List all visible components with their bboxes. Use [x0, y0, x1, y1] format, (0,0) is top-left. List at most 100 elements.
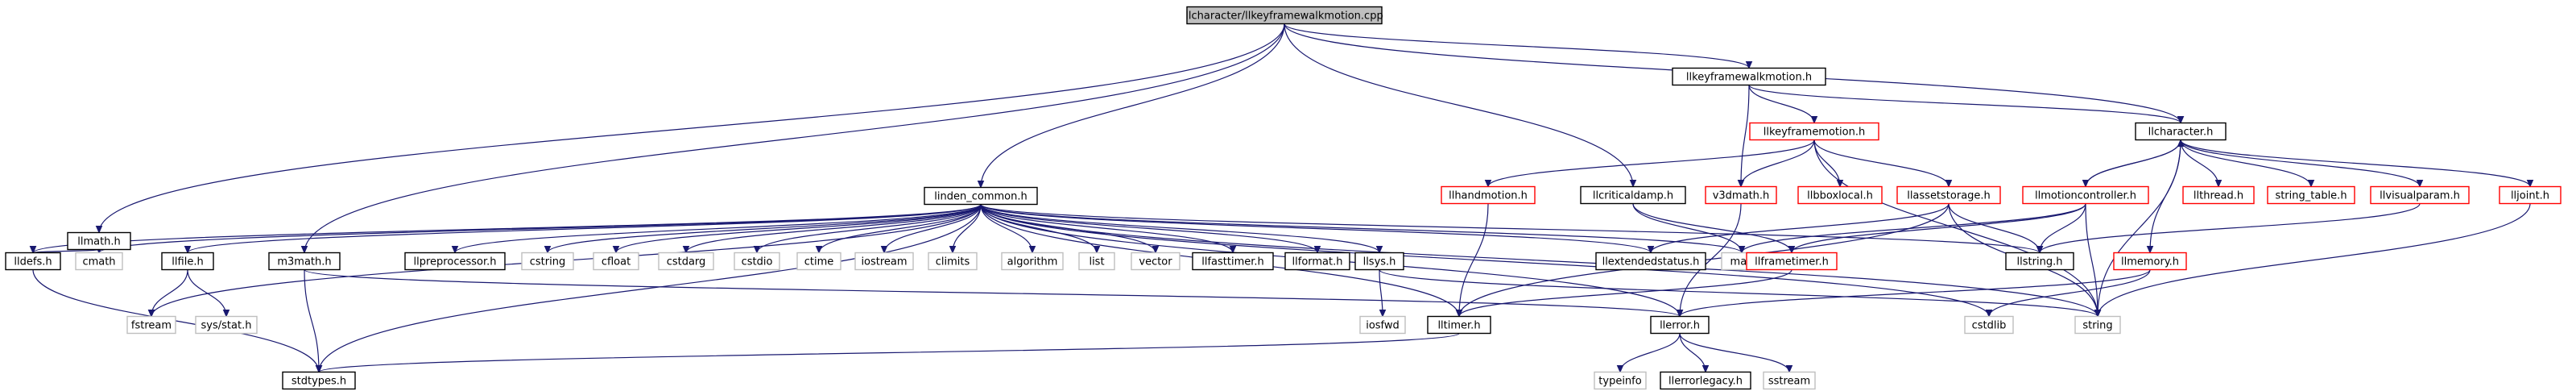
node-llkeyframemotion-h[interactable]: llkeyframemotion.h	[1749, 122, 1879, 141]
node-label: cstdio	[742, 256, 773, 268]
node-box	[1441, 185, 1536, 205]
node-cfloat[interactable]: cfloat	[593, 252, 639, 271]
node-iostream[interactable]: iostream	[854, 252, 914, 271]
dependency-edge	[980, 203, 1655, 254]
dependency-edge	[949, 204, 982, 254]
dependency-edge	[1748, 85, 1818, 124]
node-llpreprocessor-h[interactable]: llpreprocessor.h	[404, 252, 506, 271]
dependency-edge	[1284, 23, 1753, 69]
node-llfile-h[interactable]: llfile.h	[161, 252, 214, 271]
node-box	[1131, 252, 1180, 271]
node-llvisualparam-h[interactable]: llvisualparam.h	[2370, 185, 2470, 205]
node-label: llextendedstatus.h	[1602, 256, 1700, 268]
node-llfasttimer-h[interactable]: llfasttimer.h	[1192, 252, 1274, 271]
node-cstdlib[interactable]: cstdlib	[1964, 315, 2014, 335]
dependency-edge	[980, 204, 1101, 254]
node-list[interactable]: list	[1078, 252, 1115, 271]
node-llformat-h[interactable]: llformat.h	[1284, 252, 1350, 271]
node-root[interactable]: llcharacter/llkeyframewalkmotion.cpp	[1185, 6, 1383, 25]
node-climits[interactable]: climits	[928, 252, 978, 271]
node-fstream[interactable]: fstream	[126, 315, 176, 335]
node-llmath-h[interactable]: llmath.h	[67, 231, 131, 251]
node-cstdarg[interactable]: cstdarg	[658, 252, 714, 271]
node-box	[2499, 185, 2562, 205]
node-v3dmath-h[interactable]: v3dmath.h	[1705, 185, 1777, 205]
dependency-edge	[815, 204, 982, 254]
node-box	[928, 252, 978, 271]
node-box	[1427, 315, 1491, 335]
node-llcriticaldamp-h[interactable]: llcriticaldamp.h	[1580, 185, 1686, 205]
node-typeinfo[interactable]: typeinfo	[1594, 371, 1647, 390]
node-string-table-h[interactable]: string_table.h	[2267, 185, 2355, 205]
node-box	[1186, 6, 1383, 25]
node-llbboxlocal-h[interactable]: llbboxlocal.h	[1797, 185, 1883, 205]
dependency-edge	[2146, 139, 2181, 254]
node-label: vector	[1139, 256, 1172, 268]
node-m3math-h[interactable]: m3math.h	[268, 252, 341, 271]
node-box	[1705, 185, 1777, 205]
node-box	[2370, 185, 2470, 205]
node-string[interactable]: string	[2074, 315, 2121, 335]
node-label: cstdarg	[667, 256, 706, 268]
node-box	[1192, 252, 1274, 271]
node-algorithm[interactable]: algorithm	[1001, 252, 1064, 271]
node-box	[1359, 315, 1406, 335]
node-label: llformat.h	[1292, 256, 1343, 268]
node-box	[126, 315, 176, 335]
dependency-edge	[2085, 203, 2102, 318]
node-cmath[interactable]: cmath	[75, 252, 123, 271]
node-llassetstorage-h[interactable]: llassetstorage.h	[1896, 185, 2001, 205]
node-box	[1580, 185, 1686, 205]
node-vector[interactable]: vector	[1131, 252, 1180, 271]
node-linden-common[interactable]: linden_common.h	[924, 186, 1038, 206]
node-label: ctime	[804, 256, 834, 268]
node-label: iostream	[861, 256, 907, 268]
nodes-layer: llcharacter/llkeyframewalkmotion.cpp llma…	[5, 6, 2562, 390]
dependency-edge	[1379, 268, 2102, 318]
node-llextendedstatus-h[interactable]: llextendedstatus.h	[1595, 252, 1706, 271]
node-label: algorithm	[1007, 256, 1058, 268]
dependency-edge	[612, 204, 982, 254]
node-box	[1354, 252, 1404, 271]
node-llerror-h[interactable]: llerror.h	[1650, 315, 1710, 335]
node-llstring-h[interactable]: llstring.h	[2005, 252, 2074, 271]
node-sys-stat-h[interactable]: sys/stat.h	[195, 315, 258, 335]
dependency-edge	[1679, 333, 1793, 373]
node-llcharacter-h[interactable]: llcharacter.h	[2135, 122, 2227, 141]
node-label: cstring	[530, 256, 565, 268]
node-iosfwd[interactable]: iosfwd	[1359, 315, 1406, 335]
node-cstdio[interactable]: cstdio	[734, 252, 780, 271]
dependency-edge	[753, 204, 982, 254]
node-label: cfloat	[602, 256, 631, 268]
node-llsys-h[interactable]: llsys.h	[1354, 252, 1404, 271]
dependency-edge	[2036, 203, 2421, 254]
dependency-edge	[451, 203, 982, 254]
dependency-edge	[304, 269, 323, 373]
node-llmemory-h[interactable]: llmemory.h	[2113, 252, 2187, 271]
node-lljoint-h[interactable]: lljoint.h	[2499, 185, 2562, 205]
node-box	[796, 252, 841, 271]
node-sstream[interactable]: sstream	[1763, 371, 1816, 390]
node-lldefs-h[interactable]: lldefs.h	[5, 252, 61, 271]
node-box	[1763, 371, 1816, 390]
dependency-edge	[1813, 139, 1953, 188]
edges-layer	[29, 23, 2534, 373]
node-ctime[interactable]: ctime	[796, 252, 841, 271]
node-label: climits	[936, 256, 970, 268]
node-label: llframetimer.h	[1755, 256, 1829, 268]
dependency-edge	[2036, 203, 2086, 254]
node-llerrorlegacy-h[interactable]: llerrorlegacy.h	[1660, 371, 1751, 390]
node-llthread-h[interactable]: llthread.h	[2182, 185, 2255, 205]
node-llkeyframewalkmotion-h[interactable]: llkeyframewalkmotion.h	[1672, 67, 1826, 86]
dependency-edge	[980, 204, 2102, 318]
node-box	[2135, 122, 2227, 141]
node-stdtypes-h[interactable]: stdtypes.h	[282, 371, 356, 390]
node-box	[5, 252, 61, 271]
node-llhandmotion-h[interactable]: llhandmotion.h	[1441, 185, 1536, 205]
node-lltimer-h[interactable]: lltimer.h	[1427, 315, 1491, 335]
dependency-edge	[682, 204, 982, 254]
node-cstring[interactable]: cstring	[521, 252, 574, 271]
node-llmotioncontroller-h[interactable]: llmotioncontroller.h	[2022, 185, 2149, 205]
node-llframetimer-h[interactable]: llframetimer.h	[1746, 252, 1838, 271]
node-box	[1964, 315, 2014, 335]
